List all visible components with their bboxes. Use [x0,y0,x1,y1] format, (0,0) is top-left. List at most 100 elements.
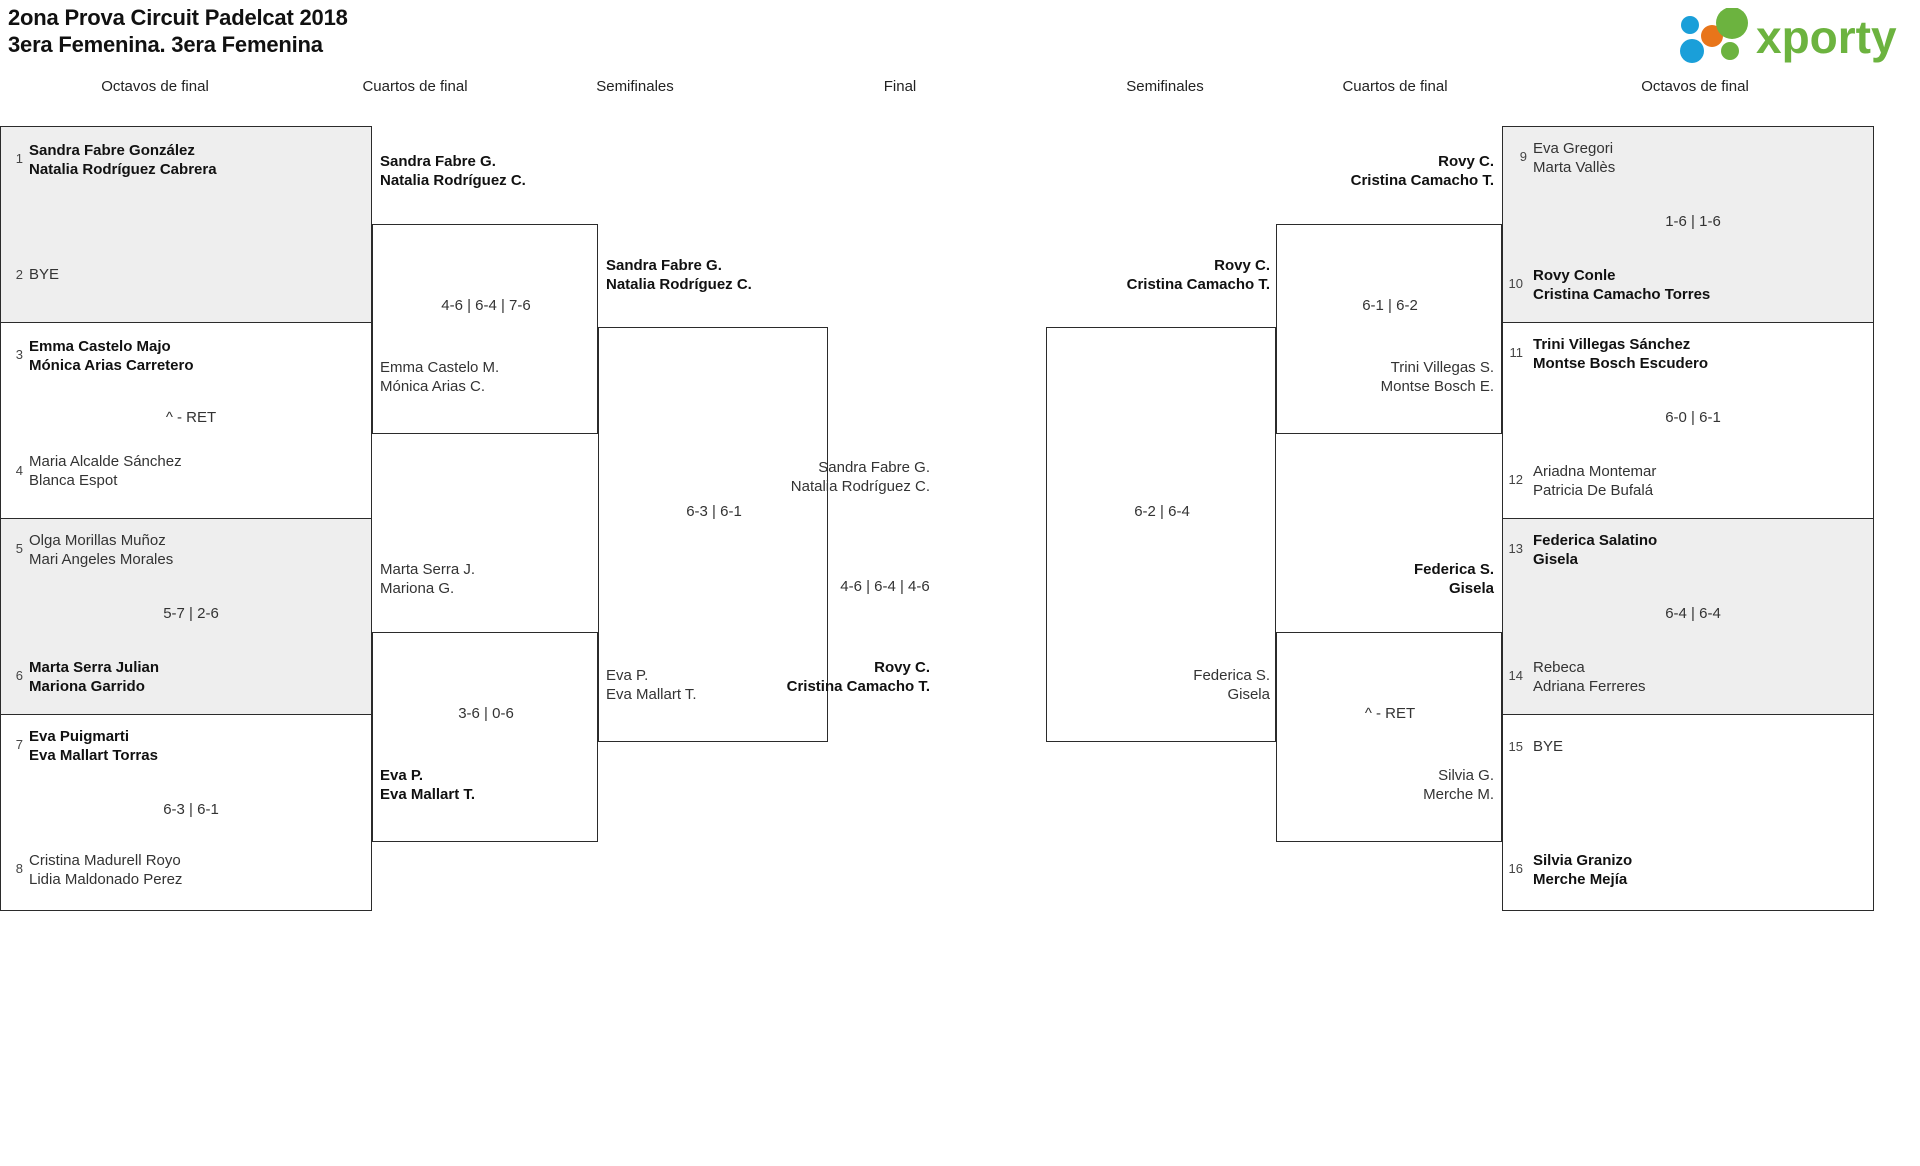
left-qf-2-bottom-line-1: Eva P. [380,767,424,784]
seed-number: 6 [15,668,23,683]
left-qf-2-bottom-line-2: Eva Mallart T. [380,786,476,803]
right-qf-match-2[interactable]: ^ - RET [1276,632,1502,842]
round-header-right-r16: Octavos de final [1641,78,1749,95]
seed-number: 16 [1508,861,1523,876]
left-qf-1-top-line-1: Sandra Fabre G. [380,153,496,170]
player-line-1: Sandra Fabre González [29,142,195,159]
right-sf-top-line-2: Cristina Camacho T. [1126,276,1270,293]
match-score: 6-1 | 6-2 [1362,297,1418,314]
match-score: 6-2 | 6-4 [1134,503,1190,520]
tournament-title: 2ona Prova Circuit Padelcat 2018 [8,5,348,30]
match-score: 6-3 | 6-1 [163,801,219,818]
player-line-1: Eva Puigmarti [29,728,130,745]
seed-number: 8 [15,861,23,876]
round-header-left-sf: Semifinales [596,78,674,95]
right-qf-match-1[interactable]: 6-1 | 6-2 [1276,224,1502,434]
round-header-left-r16: Octavos de final [101,78,209,95]
left-qf-match-2[interactable]: 3-6 | 0-6 [372,632,598,842]
right-qf-1-bottom-line-2: Montse Bosch E. [1380,378,1494,395]
player-line-2: Adriana Ferreres [1533,678,1646,695]
right-qf-1-top-line-1: Rovy C. [1438,153,1494,170]
player-line-1: Rebeca [1533,659,1585,676]
right-r16-match-4[interactable]: 15 BYE 16 Silvia Granizo Merche Mejía [1502,714,1874,911]
player-line-2: Blanca Espot [29,472,118,489]
seed-number: 14 [1508,668,1523,683]
match-score: 6-3 | 6-1 [686,503,742,520]
left-r16-match-4[interactable]: 7 Eva Puigmarti Eva Mallart Torras 6-3 |… [0,714,372,911]
seed-number: 15 [1508,739,1523,754]
seed-number: 9 [1519,149,1527,164]
match-score: 5-7 | 2-6 [163,605,219,622]
player-line-2: Mariona Garrido [29,678,145,695]
right-qf-2-bottom-line-1: Silvia G. [1438,767,1494,784]
right-qf-2-top-line-1: Federica S. [1413,561,1494,578]
player-line-2: Eva Mallart Torras [29,747,158,764]
final-top-line-1: Sandra Fabre G. [818,459,930,476]
left-qf-match-1[interactable]: 4-6 | 6-4 | 7-6 [372,224,598,434]
round-header-right-sf: Semifinales [1126,78,1204,95]
player-line-1: Marta Serra Julian [29,659,160,676]
right-r16-match-3[interactable]: 13 Federica Salatino Gisela 6-4 | 6-4 14… [1502,518,1874,715]
left-sf-top-line-1: Sandra Fabre G. [606,257,722,274]
match-score: ^ - RET [1364,705,1416,722]
seed-number: 5 [15,541,23,556]
player-line-2: Mónica Arias Carretero [29,357,194,374]
left-sf-top-line-2: Natalia Rodríguez C. [606,276,752,293]
match-score: 4-6 | 6-4 | 7-6 [441,297,531,314]
svg-text:xporty: xporty [1756,11,1897,63]
match-score: ^ - RET [165,409,217,426]
left-qf-1-bottom-line-1: Emma Castelo M. [380,359,500,376]
right-qf-2-bottom-line-2: Merche M. [1423,786,1494,803]
match-score: 3-6 | 0-6 [458,705,514,722]
player-line-1: Ariadna Montemar [1533,463,1657,480]
right-qf-1-bottom-line-1: Trini Villegas S. [1390,359,1494,376]
round-header-left-qf: Cuartos de final [362,78,468,95]
right-r16-match-2[interactable]: 11 Trini Villegas Sánchez Montse Bosch E… [1502,322,1874,519]
player-line-1: Silvia Granizo [1533,852,1633,869]
left-qf-1-bottom-line-2: Mónica Arias C. [380,378,486,395]
left-r16-match-2[interactable]: 3 Emma Castelo Majo Mónica Arias Carrete… [0,322,372,519]
final-top-line-2: Natalia Rodríguez C. [790,478,930,495]
seed-number: 13 [1508,541,1523,556]
left-r16-match-3[interactable]: 5 Olga Morillas Muñoz Mari Angeles Moral… [0,518,372,715]
left-sf-bottom-line-1: Eva P. [606,667,649,684]
page-header: 2ona Prova Circuit Padelcat 2018 3era Fe… [0,0,1920,95]
left-sf-bottom-line-2: Eva Mallart T. [606,686,697,703]
round-header-right-qf: Cuartos de final [1342,78,1448,95]
right-sf-match-1[interactable]: 6-2 | 6-4 [1046,327,1276,742]
page-title: 2ona Prova Circuit Padelcat 2018 3era Fe… [8,4,348,58]
right-sf-bottom-line-1: Federica S. [1193,667,1270,684]
seed-number: 10 [1508,276,1523,291]
seed-number: 2 [15,267,23,282]
left-sf-match-1[interactable]: 6-3 | 6-1 [598,327,828,742]
right-qf-2-top-line-2: Gisela [1448,580,1494,597]
right-sf-top-line-1: Rovy C. [1214,257,1270,274]
player-line-1: Maria Alcalde Sánchez [29,453,182,470]
player-line-1: Olga Morillas Muñoz [29,532,166,549]
final-bottom-line-2: Cristina Camacho T. [786,678,930,695]
seed-number: 4 [15,463,23,478]
match-score: 6-4 | 6-4 [1665,605,1721,622]
player-line-2: Gisela [1533,551,1579,568]
player-line-2: Mari Angeles Morales [29,551,174,568]
player-line-2: Marta Vallès [1533,159,1616,176]
round-header-final: Final [883,78,917,95]
player-line-2: Patricia De Bufalá [1533,482,1654,499]
player-line-2: Merche Mejía [1533,871,1628,888]
seed-number: 7 [15,737,23,752]
right-sf-bottom-line-2: Gisela [1227,686,1270,703]
seed-number: 3 [15,347,23,362]
match-score: 1-6 | 1-6 [1665,213,1721,230]
player-line-1: BYE [29,266,60,283]
right-r16-match-1[interactable]: 9 Eva Gregori Marta Vallès 1-6 | 1-6 10 … [1502,126,1874,323]
seed-number: 1 [15,151,23,166]
seed-number: 11 [1509,345,1524,360]
player-line-2: Lidia Maldonado Perez [29,871,183,888]
player-line-1: Rovy Conle [1533,267,1616,284]
xporty-logo: xporty [1668,8,1908,64]
left-qf-1-top-line-2: Natalia Rodríguez C. [380,172,526,189]
left-r16-match-1[interactable]: 1 Sandra Fabre González Natalia Rodrígue… [0,126,372,323]
tournament-subtitle: 3era Femenina. 3era Femenina [8,32,323,57]
seed-number: 12 [1508,472,1523,487]
player-line-1: BYE [1533,738,1564,755]
